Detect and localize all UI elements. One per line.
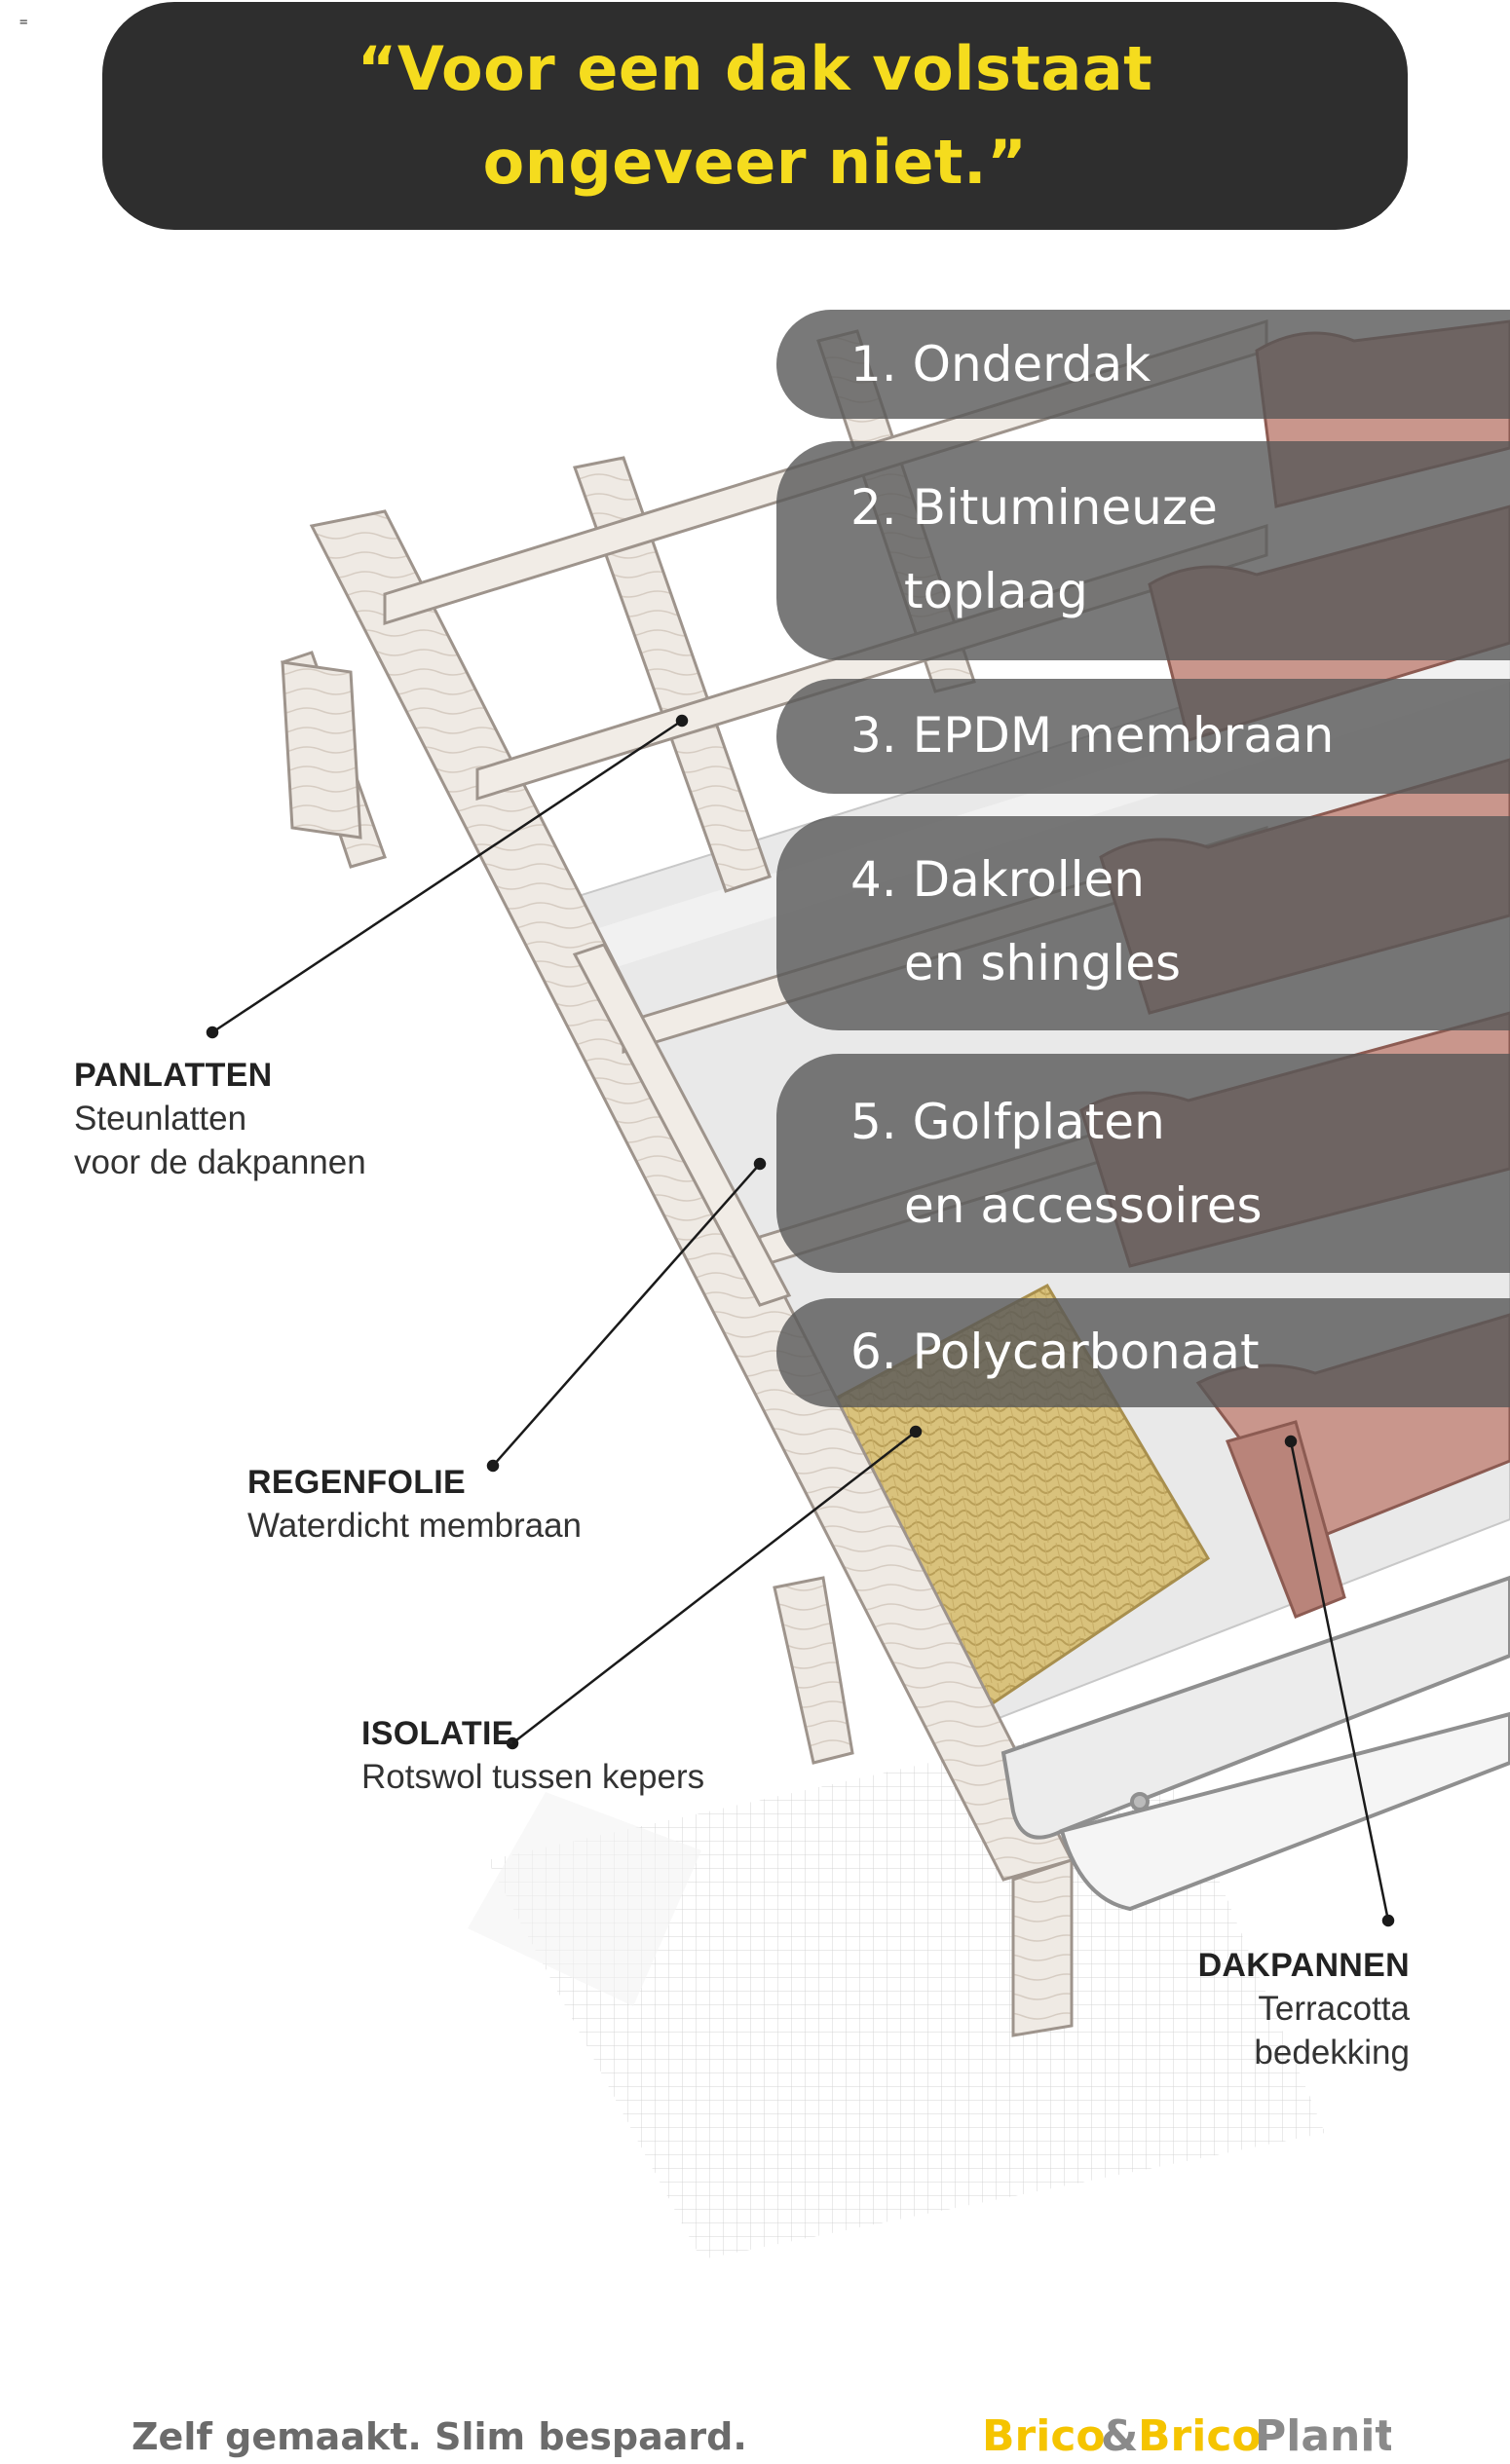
svg-text:&: & <box>1101 2411 1138 2460</box>
gutter <box>1000 1575 1510 1912</box>
header-quote-banner: “Voor een dak volstaat ongeveer niet.” <box>102 2 1408 230</box>
menu-item-label: 6. Polycarbonaat <box>850 1324 1260 1380</box>
menu-item-label-line2: en shingles <box>904 935 1182 991</box>
callout-dakpannen: DAKPANNEN Terracotta bedekking <box>1198 1944 1410 2074</box>
callout-regenfolie-title: REGENFOLIE <box>247 1464 467 1501</box>
menu-item-epdm-membraan[interactable]: 3. EPDM membraan <box>776 679 1510 794</box>
callout-dakpannen-sub2: bedekking <box>1254 2034 1410 2072</box>
callout-regenfolie: REGENFOLIE Waterdicht membraan <box>247 1461 582 1548</box>
brico-planit-logo[interactable]: Brico & Brico Planit <box>982 2406 1391 2460</box>
callout-regenfolie-sub1: Waterdicht membraan <box>247 1507 582 1545</box>
header-quote-line2: ongeveer niet.” <box>482 127 1028 198</box>
callout-isolatie-sub1: Rotswol tussen kepers <box>361 1758 705 1796</box>
menu-item-onderdak[interactable]: 1. Onderdak <box>776 310 1510 419</box>
callout-panlatten-title: PANLATTEN <box>74 1057 273 1094</box>
menu-item-label: 3. EPDM membraan <box>850 707 1335 764</box>
menu-item-label-line2: toplaag <box>904 563 1088 619</box>
menu-item-label: 1. Onderdak <box>850 336 1151 392</box>
callout-dakpannen-sub1: Terracotta <box>1258 1990 1410 2028</box>
callout-panlatten: PANLATTEN Steunlatten voor de dakpannen <box>74 1054 366 1184</box>
menu-item-dakrollen-en-shingles[interactable]: 4. Dakrollen en shingles <box>776 816 1510 1030</box>
svg-text:Planit: Planit <box>1255 2411 1391 2460</box>
header-quote-line1: “Voor een dak volstaat <box>357 33 1153 104</box>
callout-isolatie-title: ISOLATIE <box>361 1715 514 1752</box>
menu-item-bitumineuze-toplaag[interactable]: 2. Bitumineuze toplaag <box>776 441 1510 660</box>
callout-leader-lines <box>206 714 1395 1927</box>
callout-panlatten-sub2: voor de dakpannen <box>74 1143 366 1181</box>
callout-panlatten-sub1: Steunlatten <box>74 1100 247 1138</box>
corner-mark: = <box>19 15 28 30</box>
svg-text:Brico: Brico <box>982 2411 1106 2460</box>
menu-item-label: 5. Golfplaten <box>850 1094 1165 1150</box>
footer-slogan: Zelf gemaakt. Slim bespaard. <box>132 2415 747 2458</box>
menu-item-polycarbonaat[interactable]: 6. Polycarbonaat <box>776 1298 1510 1407</box>
menu-item-label: 4. Dakrollen <box>850 851 1145 908</box>
callout-dakpannen-title: DAKPANNEN <box>1197 1947 1410 1984</box>
menu-item-label-line2: en accessoires <box>904 1177 1263 1234</box>
svg-text:Brico: Brico <box>1138 2411 1262 2460</box>
menu-item-label: 2. Bitumineuze <box>850 479 1218 536</box>
menu-item-golfplaten-en-accessoires[interactable]: 5. Golfplaten en accessoires <box>776 1054 1510 1273</box>
callout-isolatie: ISOLATIE Rotswol tussen kepers <box>361 1712 704 1799</box>
